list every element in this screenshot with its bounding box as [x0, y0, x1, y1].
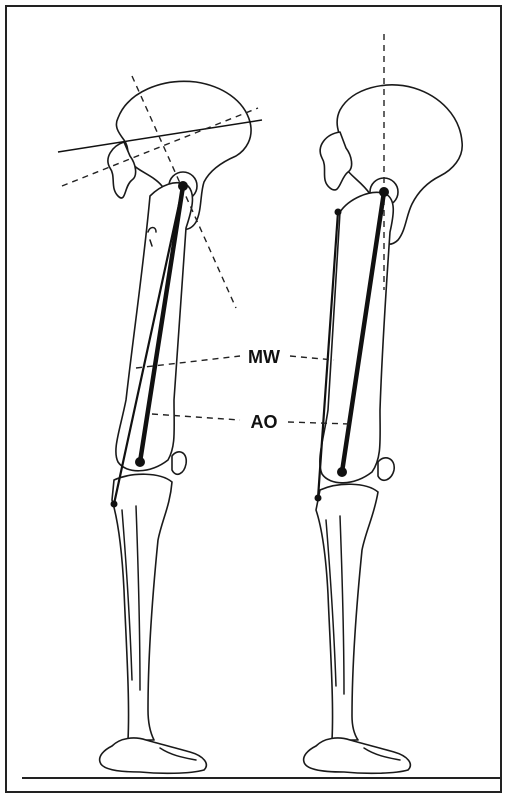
right-leg [304, 34, 463, 773]
right-patella [378, 458, 394, 480]
left-knee-center-dot [135, 457, 145, 467]
left-hip-center-dot [178, 181, 188, 191]
right-foot [304, 738, 411, 773]
right-lower-mech-dot [315, 495, 322, 502]
right-knee-center-dot [337, 467, 347, 477]
left-ankle-dot [111, 501, 118, 508]
right-femur [320, 192, 393, 482]
left-patella [172, 452, 186, 474]
left-femur [116, 183, 193, 471]
right-upper-mech-dot [335, 209, 342, 216]
right-tibia [316, 484, 378, 740]
left-foot [100, 738, 207, 773]
right-hip-center-dot [379, 187, 389, 197]
mw-label: MW [248, 347, 280, 367]
left-leg [58, 76, 262, 773]
ao-label: AO [251, 412, 278, 432]
left-tibia [112, 474, 172, 740]
